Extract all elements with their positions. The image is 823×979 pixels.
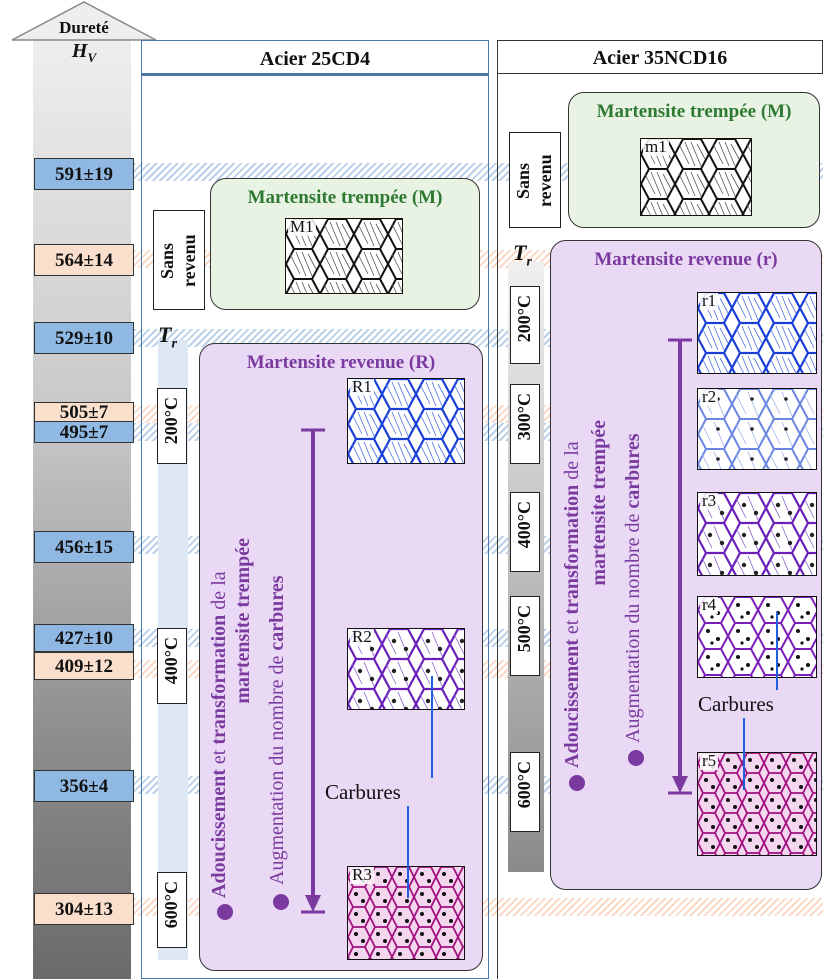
bullet1-text-b: Adoucissement et transformation de la: [560, 300, 584, 768]
bullet2-text-b: Augmentation du nombre de carbures: [622, 348, 645, 743]
bullet1-line2-b: martensite trempée: [588, 420, 611, 586]
